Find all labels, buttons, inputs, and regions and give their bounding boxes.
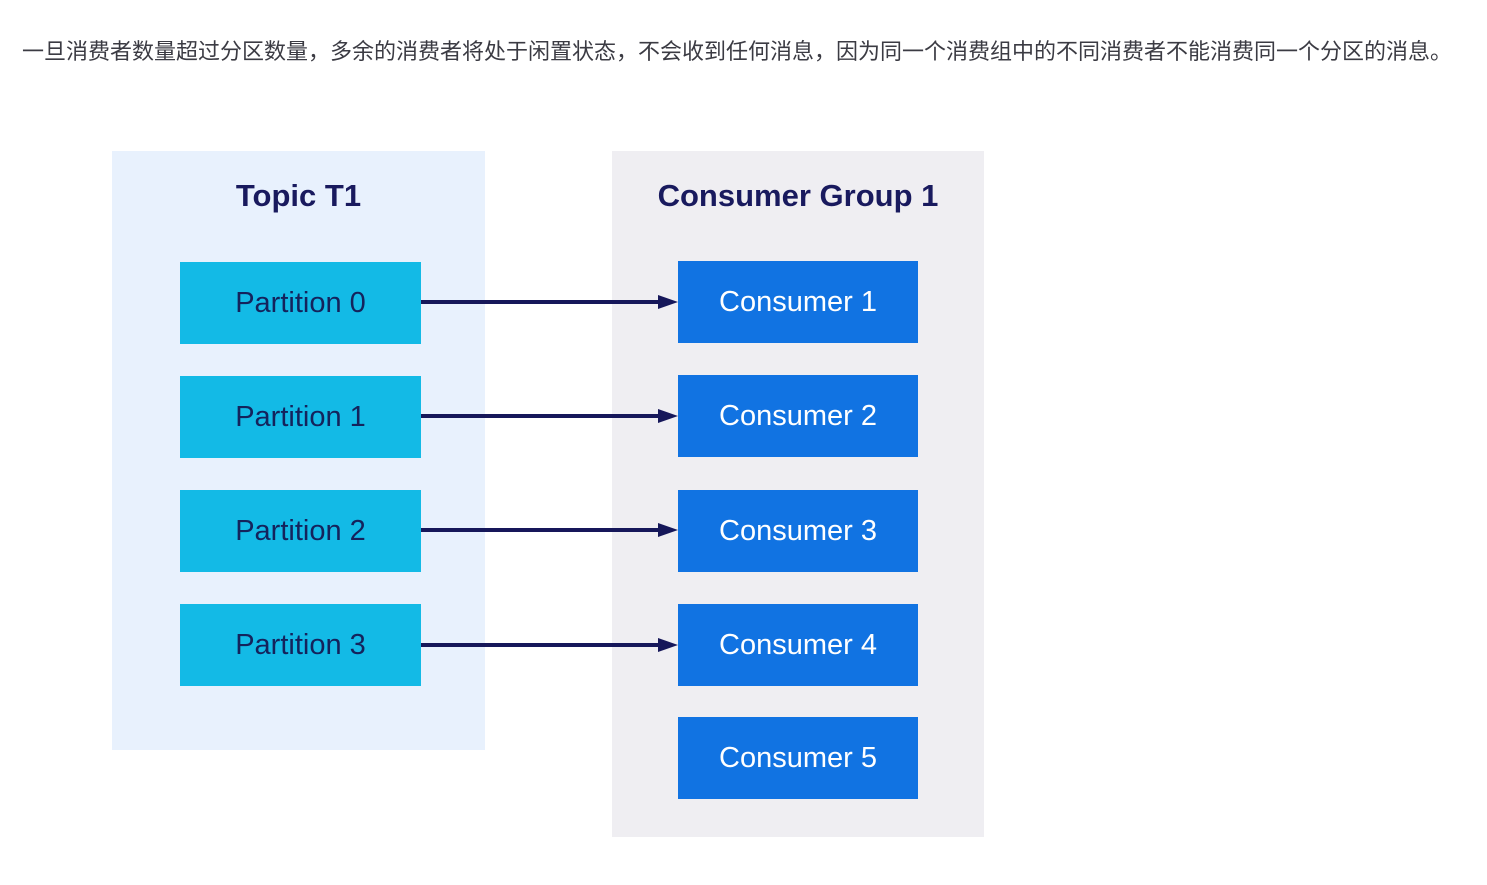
consumer-group-title: Consumer Group 1 [657, 178, 939, 213]
arrow-partition2-to-consumer3 [421, 522, 678, 538]
arrow-line [421, 528, 662, 532]
consumer-box-2: Consumer 2 [678, 375, 918, 457]
consumer-group-panel: Consumer Group 1 Consumer 1 Consumer 2 C… [612, 151, 984, 837]
partition-box-1: Partition 1 [180, 376, 421, 458]
arrowhead-icon [658, 638, 678, 652]
arrowhead-icon [658, 295, 678, 309]
arrow-partition1-to-consumer2 [421, 408, 678, 424]
arrowhead-icon [658, 409, 678, 423]
partition-box-3: Partition 3 [180, 604, 421, 686]
arrow-line [421, 643, 662, 647]
arrow-partition0-to-consumer1 [421, 294, 678, 310]
arrow-line [421, 300, 662, 304]
consumer-box-5: Consumer 5 [678, 717, 918, 799]
arrow-line [421, 414, 662, 418]
topic-panel: Topic T1 Partition 0 Partition 1 Partiti… [112, 151, 485, 750]
consumer-box-1: Consumer 1 [678, 261, 918, 343]
intro-paragraph: 一旦消费者数量超过分区数量，多余的消费者将处于闲置状态，不会收到任何消息，因为同… [22, 39, 1453, 64]
consumer-box-3: Consumer 3 [678, 490, 918, 572]
partition-box-0: Partition 0 [180, 262, 421, 344]
topic-title: Topic T1 [235, 178, 362, 213]
partition-box-2: Partition 2 [180, 490, 421, 572]
arrow-partition3-to-consumer4 [421, 637, 678, 653]
arrowhead-icon [658, 523, 678, 537]
consumer-box-4: Consumer 4 [678, 604, 918, 686]
